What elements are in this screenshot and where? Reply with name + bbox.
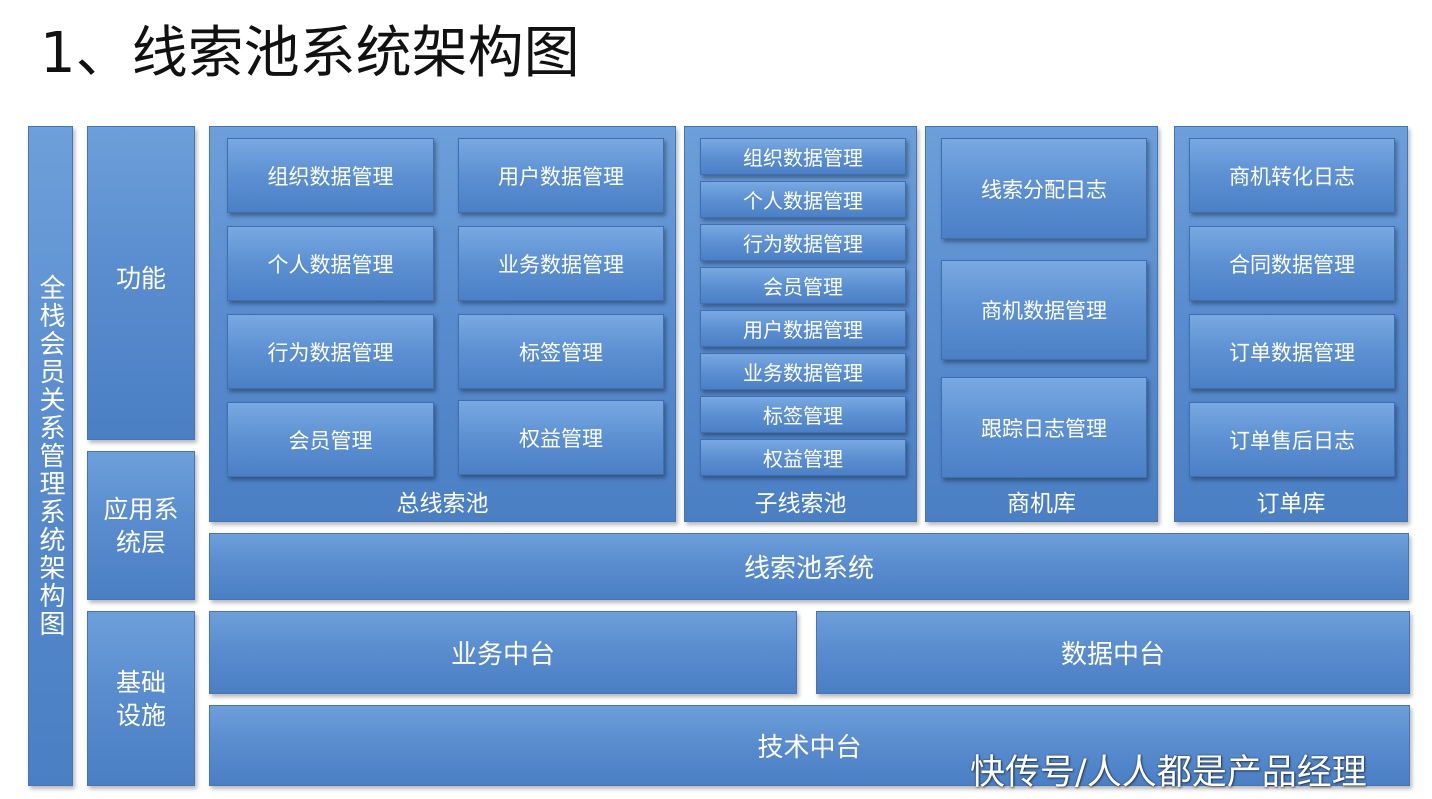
- sub-pool-item: 个人数据管理: [700, 181, 906, 218]
- opportunity-item: 商机数据管理: [941, 260, 1147, 360]
- data-platform-bar: 数据中台: [816, 611, 1410, 694]
- sub-pool-item: 组织数据管理: [700, 138, 906, 175]
- order-item: 订单数据管理: [1189, 314, 1395, 389]
- sub-pool-item: 标签管理: [700, 396, 906, 433]
- business-platform-label: 业务中台: [450, 640, 555, 670]
- order-item: 合同数据管理: [1189, 226, 1395, 301]
- page-title: 1、线索池系统架构图: [40, 21, 580, 86]
- tech-platform-bar: 技术中台: [209, 705, 1410, 786]
- tech-platform-label: 技术中台: [757, 733, 862, 763]
- main-pool-item: 组织数据管理: [227, 138, 434, 213]
- layer-function-label: 功能: [115, 263, 166, 293]
- order-item: 订单售后日志: [1189, 402, 1395, 477]
- lead-pool-system-bar: 线索池系统: [209, 533, 1409, 600]
- main-pool-item: 用户数据管理: [458, 138, 664, 213]
- layer-infrastructure: 基础设施: [87, 611, 195, 786]
- sub-pool-caption: 子线索池: [754, 491, 847, 517]
- data-platform-label: 数据中台: [1060, 640, 1165, 670]
- layer-application-label: 应用系统层: [103, 494, 179, 557]
- main-pool-item: 权益管理: [458, 400, 664, 475]
- lead-pool-system-label: 线索池系统: [743, 554, 874, 584]
- watermark-text: 快传号/人人都是产品经理: [970, 753, 1367, 793]
- main-pool-item: 标签管理: [458, 314, 664, 389]
- main-pool-caption: 总线索池: [396, 491, 489, 517]
- sub-lead-pool-panel: 组织数据管理 个人数据管理 行为数据管理 会员管理 用户数据管理 业务数据管理 …: [684, 126, 917, 522]
- order-caption: 订单库: [1256, 491, 1326, 517]
- business-platform-bar: 业务中台: [209, 611, 797, 694]
- system-name-bar: 全栈会员关系管理系统架构图: [28, 126, 73, 786]
- sub-pool-item: 权益管理: [700, 439, 906, 476]
- opportunity-caption: 商机库: [1007, 491, 1076, 517]
- sub-pool-item: 用户数据管理: [700, 310, 906, 347]
- opportunity-item: 线索分配日志: [941, 138, 1147, 239]
- layer-application: 应用系统层: [87, 451, 195, 600]
- order-item: 商机转化日志: [1189, 138, 1395, 213]
- opportunity-db-panel: 线索分配日志 商机数据管理 跟踪日志管理 商机库: [925, 126, 1158, 522]
- opportunity-item: 跟踪日志管理: [941, 377, 1147, 478]
- main-pool-item: 个人数据管理: [227, 226, 434, 301]
- main-lead-pool-panel: 组织数据管理 用户数据管理 个人数据管理 业务数据管理 行为数据管理 标签管理 …: [209, 126, 676, 522]
- main-pool-item: 会员管理: [227, 402, 434, 477]
- main-pool-item: 行为数据管理: [227, 314, 434, 389]
- sub-pool-item: 会员管理: [700, 267, 906, 304]
- sub-pool-item: 业务数据管理: [700, 353, 906, 390]
- main-pool-item: 业务数据管理: [458, 226, 664, 301]
- system-name-label: 全栈会员关系管理系统架构图: [35, 274, 65, 638]
- layer-infrastructure-label: 基础设施: [115, 667, 166, 730]
- layer-function: 功能: [87, 126, 195, 440]
- sub-pool-item: 行为数据管理: [700, 224, 906, 261]
- order-db-panel: 商机转化日志 合同数据管理 订单数据管理 订单售后日志 订单库: [1174, 126, 1408, 522]
